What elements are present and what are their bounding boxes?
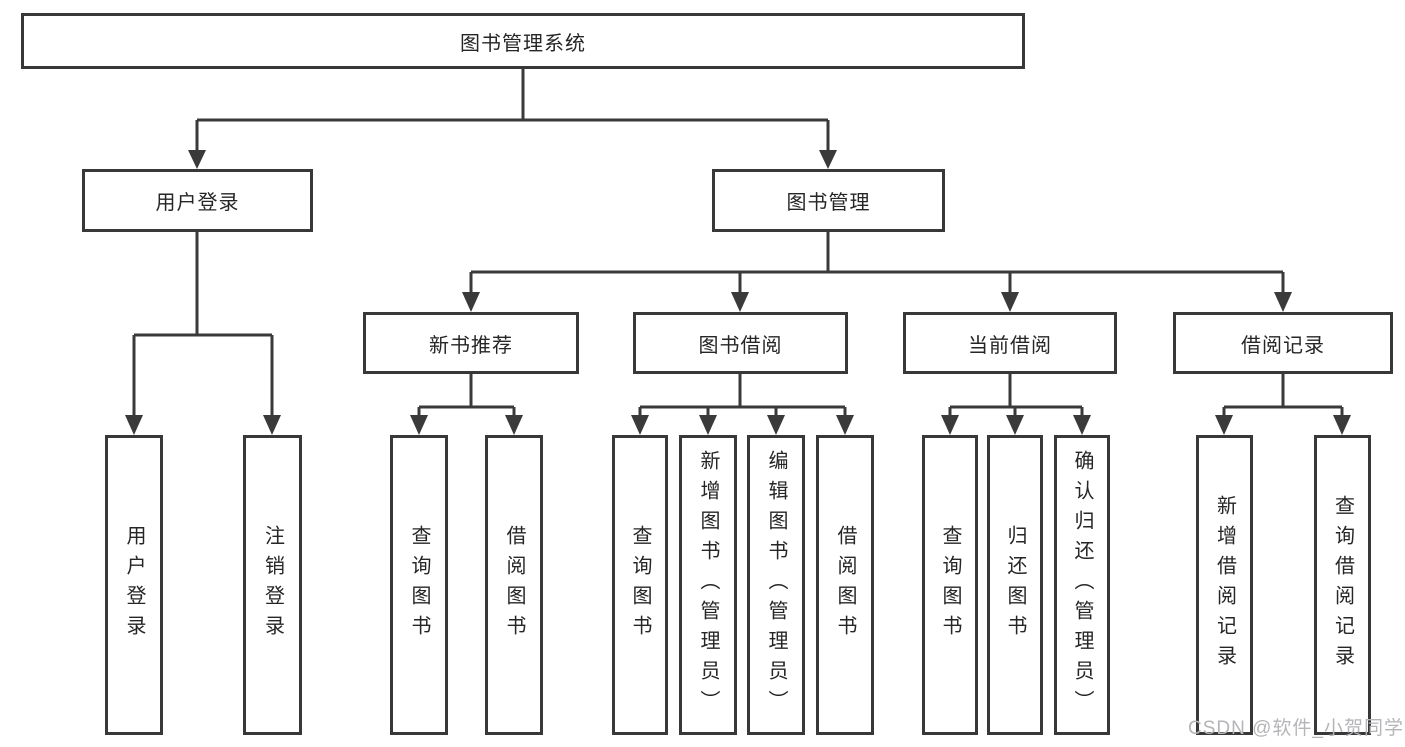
leaf-add-borrow-record: 新增借阅记录 [1196, 435, 1253, 735]
node-borrow-records: 借阅记录 [1173, 312, 1393, 374]
leaf-edit-books-admin: 编辑图书（管理员） [747, 435, 805, 735]
leaf-borrow-books-recommend: 借阅图书 [485, 435, 543, 735]
leaf-label: 归还图书 [1004, 525, 1026, 645]
node-label: 当前借阅 [968, 334, 1052, 357]
leaf-add-books-admin: 新增图书（管理员） [679, 435, 737, 735]
leaf-confirm-return-admin: 确认归还（管理员） [1054, 435, 1110, 735]
node-label: 图书管理系统 [460, 32, 586, 55]
leaf-label: 新增借阅记录 [1213, 495, 1236, 675]
node-new-book-recommend: 新书推荐 [363, 312, 579, 374]
leaf-label: 用户登录 [123, 525, 145, 645]
node-user-login: 用户登录 [82, 169, 313, 232]
csdn-watermark: CSDN @软件_小贺同学 [1188, 718, 1404, 739]
leaf-label: 借阅图书 [834, 525, 856, 645]
leaf-user-login: 用户登录 [105, 435, 163, 735]
leaf-query-books-borrow: 查询图书 [612, 435, 668, 735]
node-current-borrow: 当前借阅 [903, 312, 1117, 374]
leaf-label: 借阅图书 [503, 525, 525, 645]
leaf-label: 查询图书 [408, 525, 430, 645]
connector-book-management-to-level3 [462, 232, 1292, 312]
leaf-label: 查询图书 [629, 525, 651, 645]
node-book-management: 图书管理 [712, 169, 945, 232]
leaf-borrow-books: 借阅图书 [816, 435, 874, 735]
leaf-label: 查询图书 [939, 525, 961, 645]
leaf-label: 注销登录 [261, 525, 284, 645]
connector-new-book-recommend-to-leaves [410, 374, 523, 435]
connector-book-borrow-to-leaves [631, 374, 854, 435]
node-library-management-system: 图书管理系统 [21, 13, 1025, 69]
leaf-label: 新增图书（管理员） [697, 450, 719, 720]
leaf-label: 确认归还（管理员） [1071, 450, 1093, 720]
leaf-return-books: 归还图书 [987, 435, 1043, 735]
connector-current-borrow-to-leaves [941, 374, 1091, 435]
leaf-logout: 注销登录 [243, 435, 302, 735]
leaf-query-books-current: 查询图书 [922, 435, 978, 735]
connector-borrow-records-to-leaves [1215, 374, 1351, 435]
node-label: 用户登录 [155, 192, 240, 214]
leaf-query-borrow-record: 查询借阅记录 [1314, 435, 1371, 735]
node-label: 新书推荐 [429, 334, 513, 357]
node-book-borrow: 图书借阅 [633, 312, 848, 374]
connector-user-login-to-leaves [125, 232, 281, 435]
node-label: 借阅记录 [1241, 334, 1325, 357]
node-label: 图书管理 [786, 192, 871, 214]
leaf-label: 编辑图书（管理员） [765, 450, 787, 720]
node-label: 图书借阅 [698, 334, 783, 357]
leaf-label: 查询借阅记录 [1331, 495, 1354, 675]
connector-root-to-level2 [188, 69, 837, 169]
leaf-query-books-recommend: 查询图书 [390, 435, 448, 735]
